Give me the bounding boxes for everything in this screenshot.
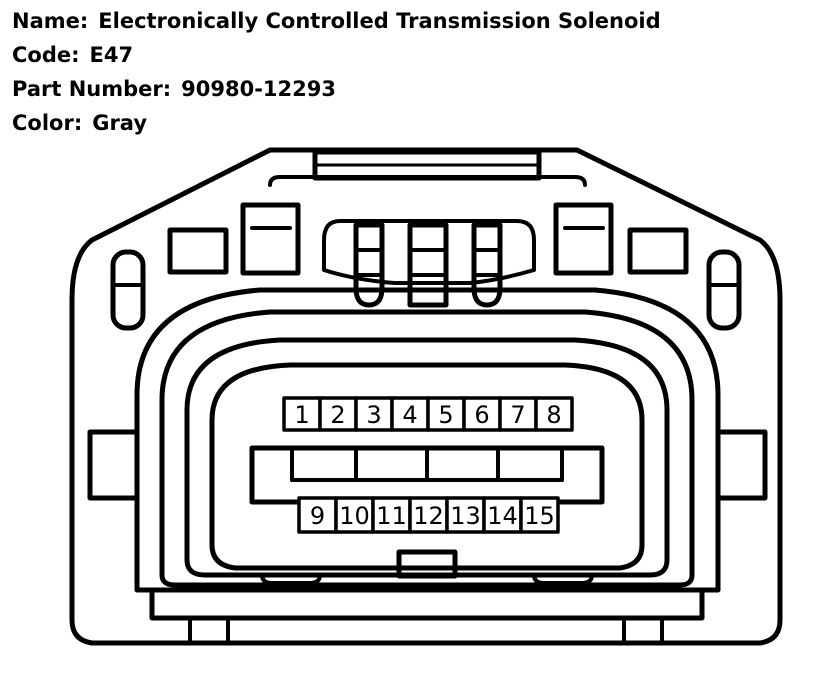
pin-number: 11	[376, 502, 407, 530]
face-ring-inner	[184, 337, 670, 578]
color-value: Gray	[92, 111, 148, 135]
pin-cell	[534, 396, 574, 432]
pin-number: 12	[413, 502, 444, 530]
pin-number: 10	[339, 502, 370, 530]
bottom-rail	[149, 587, 705, 621]
connector-info: Name: Electronically Controlled Transmiss…	[12, 4, 661, 140]
name-row: Name: Electronically Controlled Transmiss…	[12, 4, 661, 38]
pin-cell	[408, 496, 449, 534]
side-guide-right	[715, 429, 768, 501]
pin-number: 4	[402, 401, 417, 429]
pin-number: 6	[474, 401, 489, 429]
face-ring-middle	[159, 309, 695, 588]
pin-number: 3	[366, 401, 381, 429]
code-label: Code:	[12, 43, 80, 67]
part-number-row: Part Number: 90980-12293	[12, 72, 661, 106]
pin-cell	[297, 496, 338, 534]
name-value: Electronically Controlled Transmission S…	[98, 9, 661, 33]
lower-slot-right	[532, 573, 594, 585]
code-value: E47	[89, 43, 134, 67]
lock-finger-right	[471, 222, 503, 308]
side-tab-right	[706, 249, 742, 331]
side-guide-left	[87, 429, 140, 501]
face-ring-outer	[134, 287, 721, 593]
lock-arm-ledge	[268, 175, 587, 187]
part-number-value: 90980-12293	[181, 77, 336, 101]
upper-square-right	[627, 227, 689, 275]
pin-cell	[354, 396, 394, 432]
pin-cell	[519, 496, 560, 534]
upper-rect-left	[240, 202, 301, 276]
part-number-label: Part Number:	[12, 77, 172, 101]
pin-number: 7	[510, 401, 525, 429]
pin-cell	[426, 396, 466, 432]
color-label: Color:	[12, 111, 83, 135]
lock-finger-center	[407, 222, 449, 308]
pin-number: 5	[438, 401, 453, 429]
color-row: Color: Gray	[12, 106, 661, 140]
lock-finger-left	[353, 222, 385, 308]
pin-number: 14	[487, 502, 518, 530]
code-row: Code: E47	[12, 38, 661, 72]
side-tab-left	[110, 249, 146, 331]
pin-cell	[334, 496, 375, 534]
housing-outline	[69, 147, 783, 646]
name-label: Name:	[12, 9, 89, 33]
pin-number: 1	[294, 401, 309, 429]
bottom-notch	[396, 549, 458, 579]
pin-number: 8	[546, 401, 561, 429]
pin-number: 15	[524, 502, 555, 530]
lower-slot-left	[260, 573, 322, 585]
upper-rect-right	[553, 202, 614, 276]
upper-square-left	[167, 227, 229, 275]
pin-number: 9	[310, 502, 325, 530]
pin-number: 13	[450, 502, 481, 530]
pin-number: 2	[330, 401, 345, 429]
pin-cell	[390, 396, 430, 432]
lock-cluster-outline	[322, 219, 536, 285]
pin-cavity	[209, 362, 645, 571]
